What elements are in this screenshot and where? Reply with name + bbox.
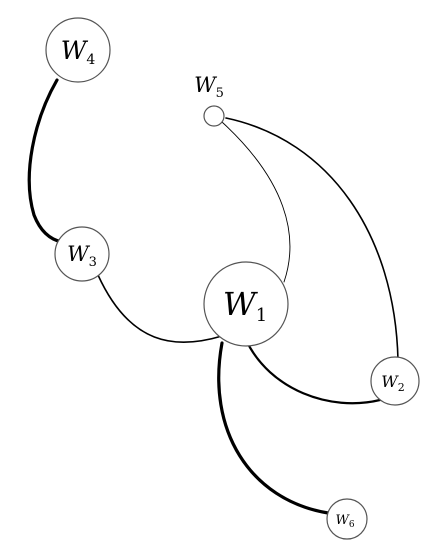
edge-w5-w1 <box>221 121 291 283</box>
node-w5-circle <box>203 105 225 127</box>
edge-w1-w6 <box>217 341 330 515</box>
edge-w4-w3 <box>27 78 64 244</box>
node-w2: W2 <box>370 356 420 406</box>
node-w6-circle <box>326 498 368 540</box>
node-w1: W1 <box>203 261 289 347</box>
edge-w1-w2 <box>244 338 382 405</box>
node-w2-label: W2 <box>381 372 404 394</box>
node-w4: W4 <box>45 17 111 83</box>
node-w5-label: W5 <box>194 73 224 101</box>
node-w2-circle <box>370 356 420 406</box>
node-w3: W3 <box>54 226 110 282</box>
node-w5: W5 <box>194 73 225 127</box>
edge-w5-w2 <box>225 117 399 361</box>
node-w3-label: W3 <box>67 242 97 270</box>
node-w6: W6 <box>326 498 368 540</box>
node-w1-label: W1 <box>223 285 267 326</box>
node-w4-circle <box>45 17 111 83</box>
node-w3-circle <box>54 226 110 282</box>
node-w1-circle <box>203 261 289 347</box>
edge-w3-w1 <box>97 274 223 344</box>
node-w4-label: W4 <box>61 36 96 68</box>
node-w6-label: W6 <box>335 513 354 530</box>
